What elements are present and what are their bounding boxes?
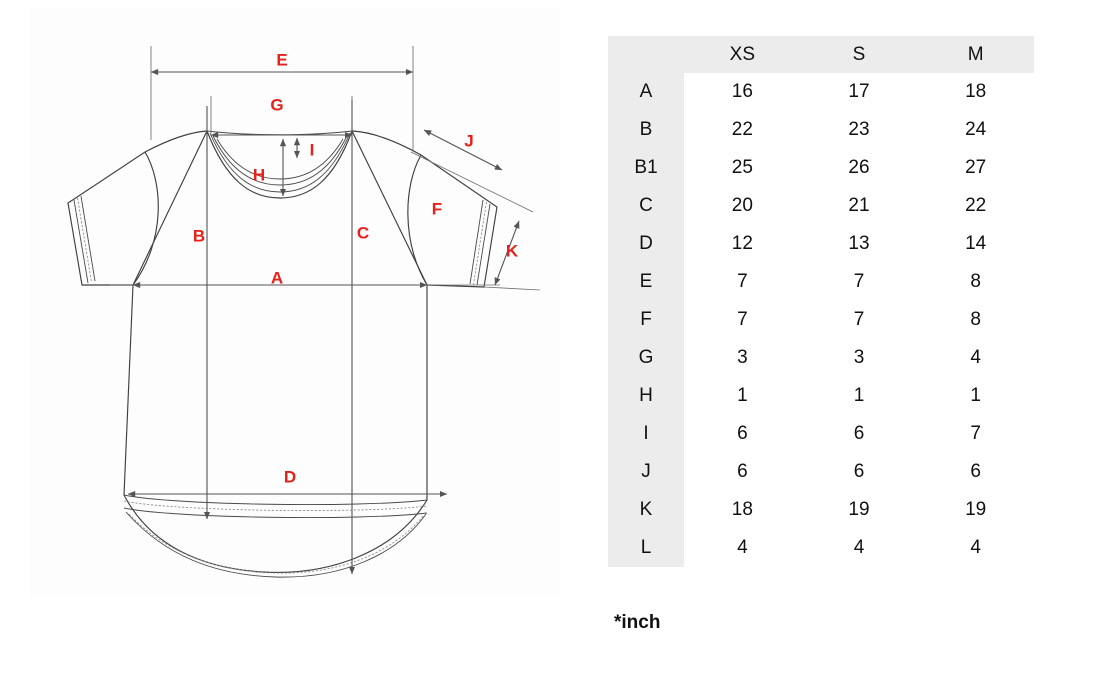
cell-b1-s: 26 [800,149,918,187]
dim-label-F: F [431,199,443,219]
cell-k-m: 19 [917,491,1034,529]
row-label-e: E [608,263,685,301]
table-row: G 3 3 4 [608,339,1034,377]
table-row: C 20 21 22 [608,187,1034,225]
row-label-c: C [608,187,685,225]
row-label-i: I [608,415,685,453]
dim-label-A: A [270,268,284,288]
cell-k-s: 19 [800,491,918,529]
dim-label-J: J [464,131,474,151]
cell-a-s: 17 [800,73,918,111]
cell-l-xs: 4 [684,529,801,567]
cell-i-xs: 6 [684,415,801,453]
cell-k-xs: 18 [684,491,801,529]
cell-d-s: 13 [800,225,918,263]
cell-d-m: 14 [917,225,1034,263]
size-header-s: S [800,36,918,73]
table-row: B1 25 26 27 [608,149,1034,187]
table-row: E 7 7 8 [608,263,1034,301]
cell-b1-xs: 25 [684,149,801,187]
dim-label-I: I [309,140,315,160]
row-label-d: D [608,225,685,263]
dim-label-C: C [356,223,370,243]
cell-f-xs: 7 [684,301,801,339]
technical-drawing-panel: E G I H J F K B C A D [30,8,560,598]
cell-c-m: 22 [917,187,1034,225]
cell-e-s: 7 [800,263,918,301]
size-table-header-row: XS S M [608,36,1034,73]
table-row: A 16 17 18 [608,73,1034,111]
cell-h-s: 1 [800,377,918,415]
table-row: I 6 6 7 [608,415,1034,453]
cell-a-xs: 16 [684,73,801,111]
table-row: H 1 1 1 [608,377,1034,415]
cell-j-xs: 6 [684,453,801,491]
dim-label-B: B [192,226,206,246]
cell-g-xs: 3 [684,339,801,377]
cell-c-s: 21 [800,187,918,225]
cell-a-m: 18 [917,73,1034,111]
cell-l-s: 4 [800,529,918,567]
cell-g-s: 3 [800,339,918,377]
cell-g-m: 4 [917,339,1034,377]
size-header-xs: XS [684,36,801,73]
dim-label-K: K [505,241,519,261]
cell-b-s: 23 [800,111,918,149]
table-row: J 6 6 6 [608,453,1034,491]
cell-f-m: 8 [917,301,1034,339]
row-label-h: H [608,377,685,415]
unit-note: *inch [614,612,661,633]
cell-b1-m: 27 [917,149,1034,187]
cell-e-m: 8 [917,263,1034,301]
cell-i-m: 7 [917,415,1034,453]
cell-f-s: 7 [800,301,918,339]
row-label-l: L [608,529,685,567]
dim-label-G: G [270,95,284,115]
cell-b-xs: 22 [684,111,801,149]
table-corner-cell [608,36,685,73]
dim-label-H: H [252,165,266,185]
row-label-a: A [608,73,685,111]
size-table-panel: XS S M A 16 17 18 B 22 23 24 B1 25 26 [608,36,1034,567]
cell-l-m: 4 [917,529,1034,567]
table-row: K 18 19 19 [608,491,1034,529]
dim-label-E: E [276,50,288,70]
row-label-g: G [608,339,685,377]
cell-h-xs: 1 [684,377,801,415]
cell-i-s: 6 [800,415,918,453]
table-row: B 22 23 24 [608,111,1034,149]
cell-j-s: 6 [800,453,918,491]
table-row: D 12 13 14 [608,225,1034,263]
tshirt-flat-sketch [67,46,541,578]
cell-h-m: 1 [917,377,1034,415]
table-row: F 7 7 8 [608,301,1034,339]
cell-c-xs: 20 [684,187,801,225]
drawing-background [30,8,560,598]
size-chart-table: XS S M A 16 17 18 B 22 23 24 B1 25 26 [608,36,1034,567]
dim-label-D: D [283,467,297,487]
size-header-m: M [917,36,1034,73]
size-table-body: A 16 17 18 B 22 23 24 B1 25 26 27 C 20 2… [608,73,1034,567]
row-label-b: B [608,111,685,149]
cell-d-xs: 12 [684,225,801,263]
cell-b-m: 24 [917,111,1034,149]
row-label-k: K [608,491,685,529]
table-row: L 4 4 4 [608,529,1034,567]
cell-j-m: 6 [917,453,1034,491]
row-label-j: J [608,453,685,491]
row-label-b1: B1 [608,149,685,187]
row-label-f: F [608,301,685,339]
cell-e-xs: 7 [684,263,801,301]
